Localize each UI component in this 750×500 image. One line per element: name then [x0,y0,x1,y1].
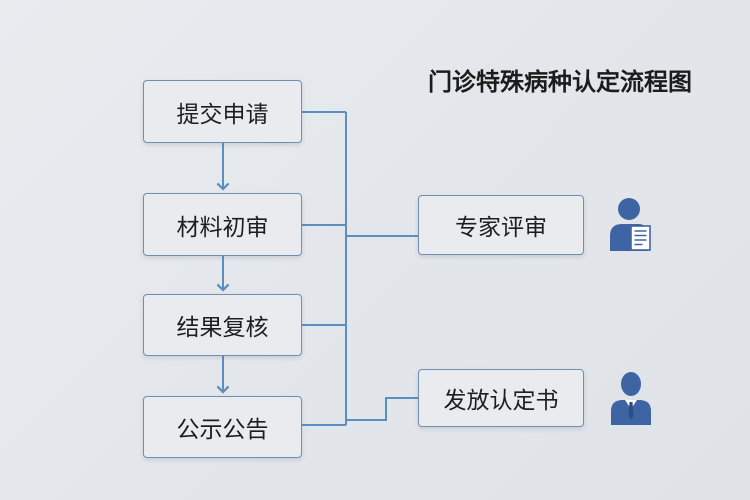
step-label: 专家评审 [455,215,547,241]
step-label: 提交申请 [176,101,269,128]
step-issue-certificate: 发放认定书 [418,369,584,427]
person-in-suit-icon [609,371,653,427]
step-label: 发放认定书 [443,388,559,414]
person-with-document-icon [608,196,654,254]
step-submit-application: 提交申请 [143,80,302,143]
step-label: 材料初审 [176,214,269,241]
connector-to-certificate [346,397,418,421]
step-public-notice: 公示公告 [143,396,302,458]
step-label: 结果复核 [176,315,269,341]
step-material-review: 材料初审 [143,193,302,256]
step-label: 公示公告 [176,417,269,443]
page-title: 门诊特殊病种认定流程图 [428,68,692,96]
step-expert-review: 专家评审 [418,195,584,255]
step-result-recheck: 结果复核 [143,294,302,356]
